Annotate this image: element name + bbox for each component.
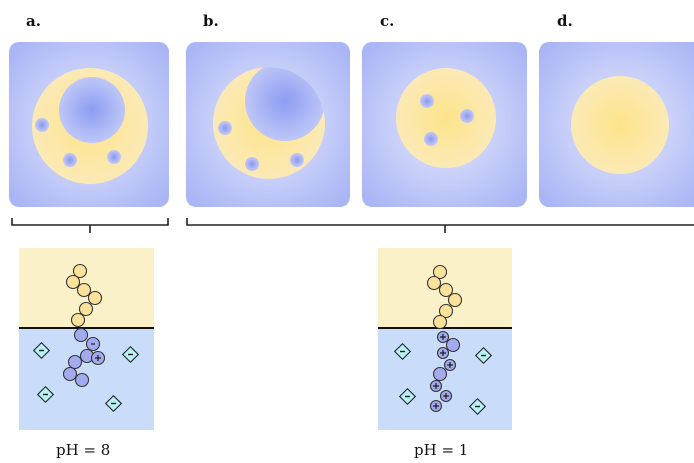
panel-c-small-droplet: [460, 109, 474, 123]
polymer-bead: [72, 263, 88, 279]
polymer-bead: [432, 366, 448, 382]
panel-a-inner-droplet: [59, 77, 125, 143]
circle-plus-icon: [440, 350, 446, 356]
polymer-bead: [74, 372, 90, 388]
panel-b-small-droplet: [245, 157, 259, 171]
diamond-minus-icon: [468, 397, 487, 416]
circle-plus-icon: [433, 383, 439, 389]
panel-a-small-droplet: [35, 118, 49, 132]
inset-ph1-water-phase: [378, 328, 512, 430]
panel-label-b: b.: [203, 12, 219, 30]
polymer-bead: [70, 312, 86, 328]
diamond-minus-icon: [104, 394, 123, 413]
inset-ph8: [19, 248, 154, 430]
diamond-minus-icon: [398, 387, 417, 406]
inset-ph8-caption: pH = 8: [56, 441, 111, 459]
polymer-bead: [447, 292, 463, 308]
diamond-minus-icon: [36, 385, 55, 404]
panel-c-small-droplet: [424, 132, 438, 146]
panel-b-inner-droplet: [245, 67, 325, 141]
polymer-bead: [67, 354, 83, 370]
polymer-bead: [73, 327, 89, 343]
polymer-bead: [65, 274, 81, 290]
polymer-bead: [432, 264, 448, 280]
circle-plus-icon: [443, 393, 449, 399]
bracket-bcd: [186, 218, 694, 233]
polymer-bead: [432, 314, 448, 330]
panel-label-a: a.: [26, 12, 41, 30]
panel-label-c: c.: [380, 12, 395, 30]
panel-b: [186, 42, 350, 207]
panel-b-small-droplet: [290, 153, 304, 167]
polymer-bead: [438, 303, 454, 319]
panel-c: [362, 42, 527, 207]
polymer-bead: [438, 282, 454, 298]
circle-plus-icon: [91, 343, 95, 345]
panel-a-small-droplet: [63, 153, 77, 167]
inset-ph1: [378, 248, 512, 430]
diamond-minus-icon: [121, 345, 140, 364]
panel-d-droplet: [571, 76, 669, 174]
panel-label-d: d.: [557, 12, 573, 30]
panel-a-small-droplet: [107, 150, 121, 164]
polymer-bead: [78, 301, 94, 317]
panel-b-small-droplet: [218, 121, 232, 135]
panel-c-droplet: [396, 68, 496, 168]
bracket-a: [11, 218, 169, 233]
diamond-minus-icon: [393, 342, 412, 361]
polymer-bead: [76, 282, 92, 298]
panel-c-small-droplet: [420, 94, 434, 108]
circle-plus-icon: [95, 355, 101, 361]
inset-ph1-caption: pH = 1: [414, 441, 469, 459]
polymer-bead: [62, 366, 78, 382]
circle-plus-icon: [433, 403, 439, 409]
polymer-bead: [445, 337, 461, 353]
polymer-bead: [426, 275, 442, 291]
circle-plus-icon: [447, 362, 453, 368]
polymer-bead: [87, 290, 103, 306]
circle-plus-icon: [440, 334, 446, 340]
panel-d: [539, 42, 694, 207]
panel-a: [9, 42, 169, 207]
diamond-minus-icon: [32, 341, 51, 360]
diamond-minus-icon: [474, 346, 493, 365]
